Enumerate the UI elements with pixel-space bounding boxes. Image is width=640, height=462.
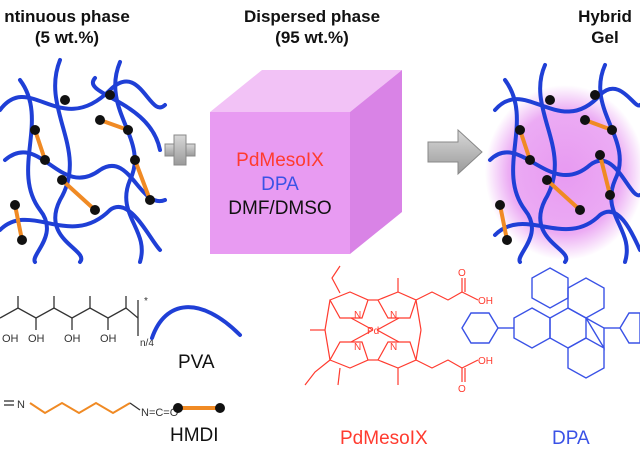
pdmesoix-atom-labels: Pd N N N N OH O OH O [354,268,493,395]
hmdi-structure [4,400,141,415]
dispersed-phase-percent: (95 wt.%) [275,28,349,47]
hmdi-legend-linker [173,403,225,413]
pva-legend-label: PVA [178,352,215,373]
dpa-structure [461,267,640,379]
pva-legend-curve [150,305,242,340]
right-arrow-icon [427,128,483,176]
hybrid-gel-network [485,63,640,264]
n-atom-3: N [354,342,361,353]
pva-oh-4: OH [100,333,117,345]
dispersed-phase-header: Dispersed phase (95 wt.%) [222,6,402,48]
o-top: O [458,268,466,279]
continuous-phase-header: ntinuous phase (5 wt.%) [0,6,142,48]
hmdi-labels: N N=C=O [17,399,179,419]
pva-structure [0,296,139,336]
oh-bottom: OH [478,356,493,367]
pva-oh-3: OH [64,333,81,345]
cube-solvent-text: DMF/DMSO [228,198,332,219]
dispersed-phase-cube [210,70,402,254]
plus-icon [164,134,196,166]
dpa-caption: DPA [552,428,590,449]
n-atom-4: N [390,342,397,353]
continuous-phase-percent: (5 wt.%) [34,28,100,47]
n-atom-1: N [354,310,361,321]
hmdi-legend-label: HMDI [170,425,219,446]
pdmesoix-caption: PdMesoIX [340,428,428,449]
hybrid-gel-subtitle: Gel [591,28,619,47]
hmdi-n-left: N [17,399,25,411]
continuous-phase-nodes [10,90,155,245]
hybrid-gel-header: Hybrid Gel [560,6,640,48]
pva-subscript: n/4 [140,338,154,349]
oh-top: OH [478,296,493,307]
dispersed-phase-title: Dispersed phase [243,7,381,26]
pva-star: * [144,296,148,307]
continuous-phase-network [0,58,167,264]
continuous-phase-title: ntinuous phase [4,7,130,26]
pva-oh-1: OH [2,333,19,345]
hybrid-gel-title: Hybrid [578,7,632,26]
pva-oh-2: OH [28,333,45,345]
cube-dpa-text: DPA [261,174,299,195]
pva-labels: OH OH OH OH n/4 * [2,296,154,349]
n-atom-2: N [390,310,397,321]
hmdi-nco-right: N=C=O [141,407,179,419]
pd-atom: Pd [367,326,379,337]
cube-pdmesoix-text: PdMesoIX [236,150,324,171]
o-bottom: O [458,384,466,395]
pdmesoix-structure [304,265,479,386]
